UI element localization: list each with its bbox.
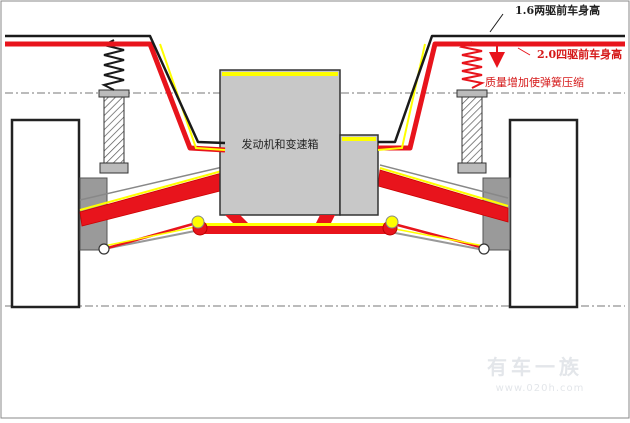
right-strut-cap <box>456 89 488 98</box>
engine-label: 发动机和变速箱 <box>242 137 319 151</box>
right-tie-rod-edge <box>389 227 485 247</box>
left-strut-mount <box>99 162 129 174</box>
body-outline-2wd-right <box>378 34 625 144</box>
right-tire <box>508 118 579 309</box>
right-lower-arm-old <box>379 164 509 199</box>
label-spring-compress: 质量增加使弹簧压缩 <box>485 75 584 89</box>
watermark-site: www.020h.com <box>496 383 585 394</box>
left-spring-2wd <box>101 39 125 91</box>
leader-2wd <box>489 13 504 33</box>
left-tie-rod-edge <box>103 225 201 247</box>
left-engine-mount <box>225 215 250 225</box>
right-engine-mount <box>315 215 335 225</box>
leader-4wd <box>517 47 531 56</box>
gearbox-block <box>339 134 379 216</box>
right-outer-joint <box>478 243 490 255</box>
engine-highlight <box>222 72 338 76</box>
left-lower-arm-edge <box>79 165 241 211</box>
left-outer-joint <box>98 243 110 255</box>
right-tie-rod-old <box>389 231 485 251</box>
watermark-brand: 有车一族 <box>487 355 583 379</box>
label-height-2wd: 1.6两驱前车身高 <box>515 3 600 17</box>
left-strut-housing <box>103 95 125 165</box>
left-inner-joint-old <box>191 215 205 229</box>
left-lower-arm-old <box>79 162 241 201</box>
left-tire <box>10 118 81 309</box>
body-highlight-left <box>159 43 226 151</box>
gearbox-highlight <box>342 137 376 141</box>
subframe-highlight <box>200 223 390 226</box>
right-tie-rod-new <box>389 221 485 250</box>
subframe <box>200 225 390 234</box>
right-inner-joint-old <box>385 215 399 229</box>
right-spring-4wd <box>458 41 486 89</box>
label-height-4wd: 2.0四驱前车身高 <box>537 47 622 61</box>
right-strut-housing <box>461 95 483 165</box>
body-highlight-right <box>377 43 426 151</box>
left-strut-cap <box>98 89 130 98</box>
right-strut-mount <box>457 162 487 174</box>
left-tie-rod-old <box>103 229 201 250</box>
right-lower-arm-edge <box>379 167 509 207</box>
body-outline-2wd-left <box>5 34 226 145</box>
